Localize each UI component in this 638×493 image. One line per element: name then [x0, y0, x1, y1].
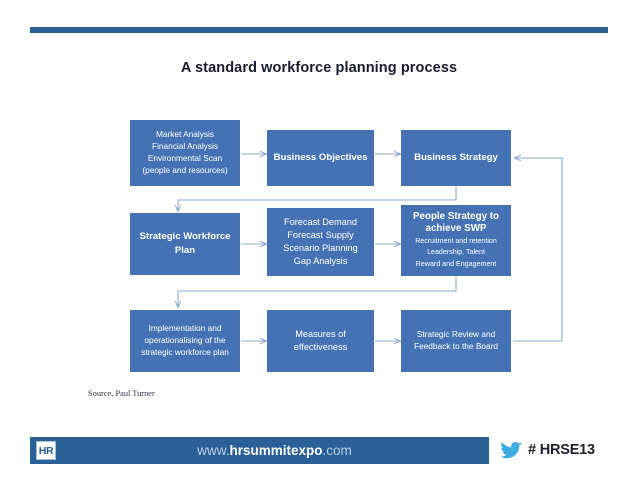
flow-box-business-objectives: Business Objectives [267, 130, 374, 186]
people-heading-1: People Strategy to [412, 210, 499, 222]
implement-line-1: Implementation and [148, 323, 222, 334]
review-line-2: Feedback to the Board [414, 341, 498, 351]
footer-url: www.hrsummitexpo.com [60, 437, 489, 464]
top-accent-bar [30, 27, 608, 33]
people-heading-2: achieve SWP [425, 223, 487, 235]
connector-people-to-implement [178, 277, 457, 307]
twitter-bird-icon [500, 442, 522, 459]
flow-box-measures: Measures of effectiveness [267, 310, 374, 372]
hr-logo: HR [36, 441, 56, 460]
implement-line-2: operationalising of the [144, 335, 226, 346]
people-line-1: Recruitment and retention [415, 236, 497, 245]
strategy-label: Business Strategy [414, 152, 498, 164]
url-prefix: www. [197, 443, 230, 458]
flow-box-strategic-review: Strategic Review and Feedback to the Boa… [401, 310, 511, 372]
source-attribution: Source, Paul Turner [88, 389, 155, 398]
measures-line-1: Measures of [295, 328, 346, 339]
flow-box-inputs: Market Analysis Financial Analysis Envir… [130, 120, 240, 186]
measures-line-2: effectiveness [293, 342, 348, 352]
footer-band [30, 437, 489, 464]
flow-box-business-strategy: Business Strategy [401, 130, 511, 186]
swplan-line-2: Plan [174, 245, 196, 256]
flow-box-implementation: Implementation and operationalising of t… [130, 310, 240, 372]
connector-review-feedback-loop [513, 158, 563, 342]
inputs-line-3: Environmental Scan [147, 153, 223, 163]
implement-line-3: strategic workforce plan [141, 346, 229, 357]
swplan-line-1: Strategic Workforce [139, 231, 231, 243]
flow-box-strategic-workforce-plan: Strategic Workforce Plan [130, 213, 240, 275]
people-line-3: Reward and Engagement [415, 259, 497, 268]
inputs-line-2: Financial Analysis [152, 141, 218, 152]
people-line-2: Leadership, Talent [427, 248, 485, 257]
inputs-line-1: Market Analysis [155, 129, 215, 140]
forecast-line-2: Forecast Supply [287, 229, 354, 240]
forecast-line-1: Forecast Demand [283, 216, 358, 227]
review-line-1: Strategic Review and [416, 329, 496, 340]
objectives-label: Business Objectives [273, 152, 368, 164]
flow-box-people-strategy: People Strategy to achieve SWP Recruitme… [401, 205, 511, 276]
forecast-line-3: Scenario Planning [283, 243, 358, 253]
forecast-line-4: Gap Analysis [293, 256, 348, 267]
url-strong: hrsummitexpo [229, 443, 323, 458]
inputs-line-4: (people and resources) [142, 164, 228, 175]
event-hashtag: # HRSE13 [528, 442, 595, 458]
url-suffix: .com [322, 443, 352, 458]
page-title: A standard workforce planning process [180, 60, 458, 76]
flow-box-forecasting: Forecast Demand Forecast Supply Scenario… [267, 208, 374, 276]
